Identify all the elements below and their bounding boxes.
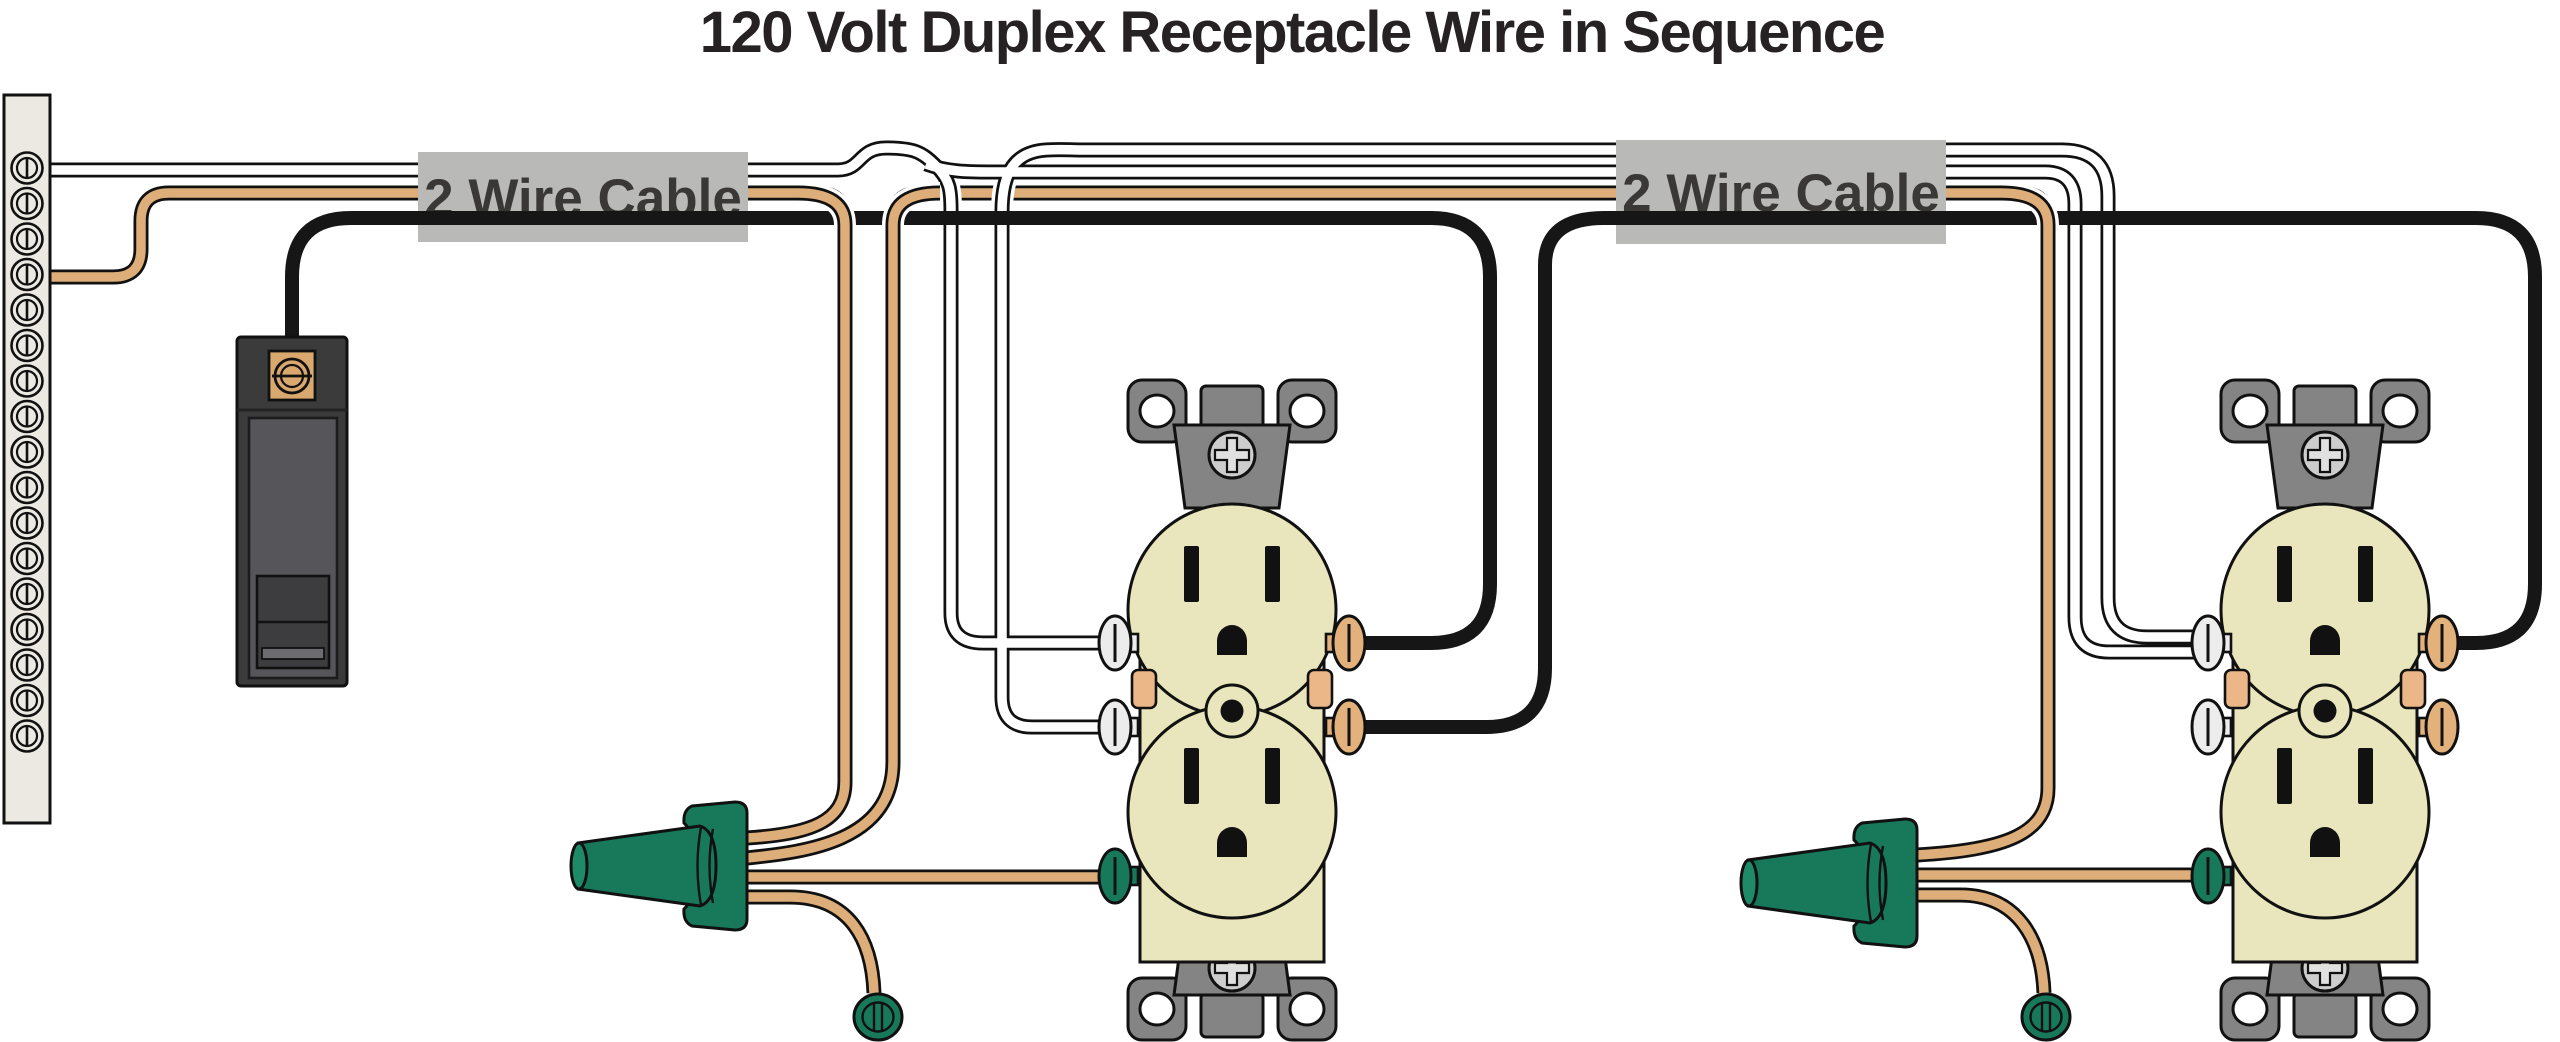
cable-label-box: [418, 152, 748, 242]
wire-nut-2: [1739, 817, 1919, 949]
ground-wire-copper: [44, 185, 2199, 994]
neutral-wire-white: [44, 136, 2195, 738]
cable-label-2: 2 Wire Cable: [1616, 140, 1946, 244]
box-ground-screw-2: [2020, 992, 2072, 1042]
circuit-breaker: [235, 335, 349, 688]
cable-label-1: 2 Wire Cable: [418, 152, 748, 242]
hot-wire-black: [285, 211, 2542, 734]
wire-nut-1: [569, 800, 749, 932]
diagram-title: 120 Volt Duplex Receptacle Wire in Seque…: [700, 0, 1885, 65]
receptacle-1: [1099, 380, 1365, 1040]
receptacle-2: [2192, 380, 2458, 1040]
ground-wire-crossover: [797, 182, 2059, 305]
cable-label-box: [1616, 140, 1946, 244]
box-ground-screw-1: [852, 992, 904, 1042]
panel-bus-bar: [2, 93, 52, 825]
